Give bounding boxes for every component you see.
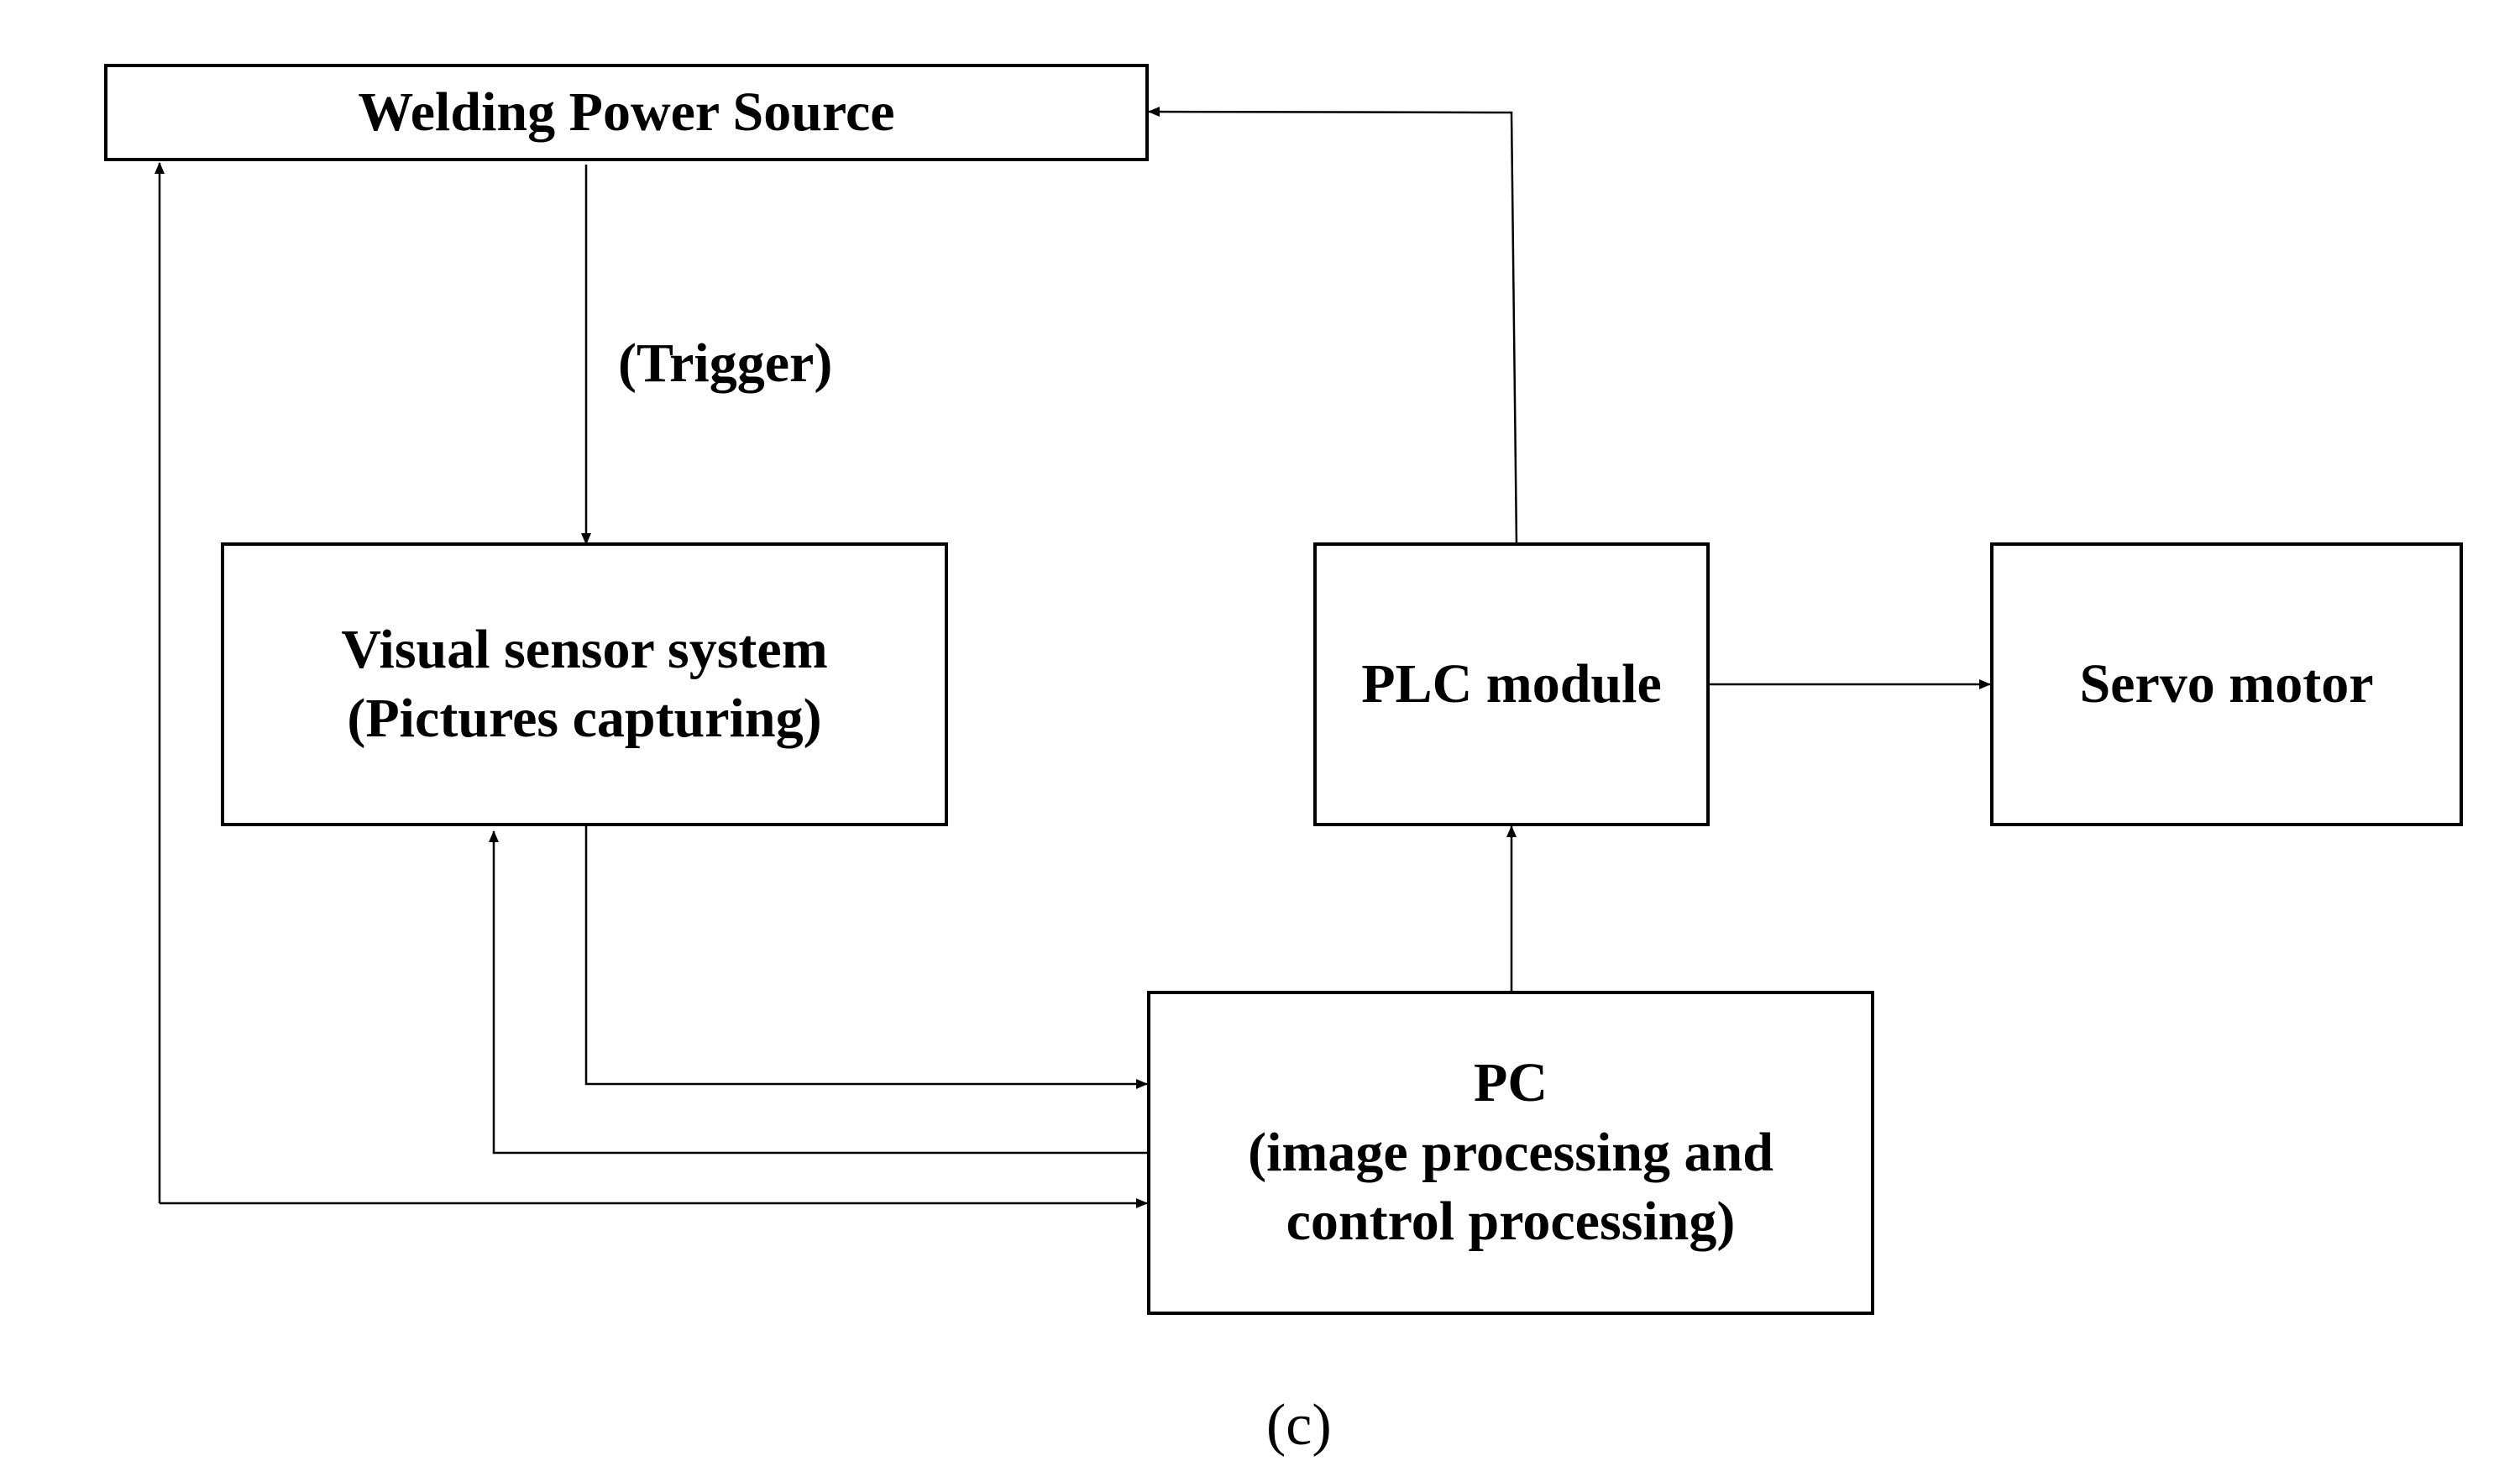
visual-sensor-title: Visual sensor system bbox=[341, 618, 828, 680]
figure-caption: (c) bbox=[1266, 1393, 1332, 1458]
edge-pc-to-sensor bbox=[489, 830, 1147, 1155]
edge-plc-to-power-source bbox=[1148, 107, 1518, 547]
plc-module-label: PLC module bbox=[1361, 652, 1662, 715]
pc-subtitle-line1: (image processing and bbox=[1248, 1121, 1773, 1183]
welding-power-source-label: Welding Power Source bbox=[358, 81, 895, 143]
pc-box: PC (image processing and control process… bbox=[1147, 991, 1874, 1315]
servo-motor-label: Servo motor bbox=[2079, 652, 2374, 715]
trigger-label: (Trigger) bbox=[618, 333, 833, 394]
visual-sensor-subtitle: (Pictures capturing) bbox=[347, 688, 822, 749]
pc-subtitle-line2: control processing) bbox=[1286, 1191, 1736, 1253]
servo-motor-box: Servo motor bbox=[1990, 542, 2463, 826]
visual-sensor-system-box: Visual sensor system (Pictures capturing… bbox=[221, 542, 948, 826]
plc-module-box: PLC module bbox=[1313, 542, 1710, 826]
edge-sensor-to-pc bbox=[584, 826, 1148, 1089]
welding-power-source-box: Welding Power Source bbox=[104, 64, 1149, 161]
pc-title: PC bbox=[1474, 1052, 1548, 1114]
